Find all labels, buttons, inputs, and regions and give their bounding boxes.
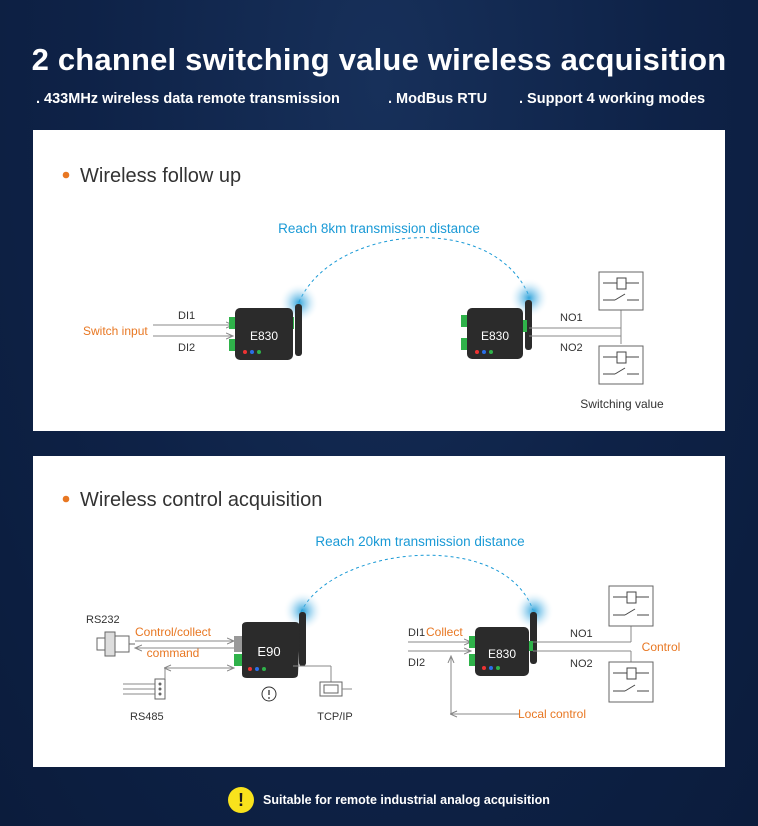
feature-bullet: . ModBus RTU: [388, 91, 488, 107]
panel-heading: Wireless follow up: [80, 165, 241, 187]
command-label-line2: command: [147, 646, 200, 660]
e830-device-left: E830: [229, 283, 319, 360]
tcpip-label: TCP/IP: [317, 711, 352, 723]
antenna-icon: [525, 300, 532, 350]
device-label: E830: [250, 329, 278, 343]
device-label: E90: [257, 644, 280, 659]
tcpip-connector-icon: [319, 681, 343, 697]
rs232-label: RS232: [86, 614, 120, 626]
collect-label: Collect: [426, 625, 463, 639]
e90-device: E90: [234, 591, 323, 678]
relay-icon: [598, 271, 644, 311]
switch-input-label: Switch input: [83, 324, 148, 338]
di1-label: DI1: [408, 627, 425, 639]
signal-glow-icon: [509, 278, 549, 318]
local-control-label: Local control: [518, 707, 586, 721]
di2-label: DI2: [178, 342, 195, 354]
heading-bullet-icon: [62, 171, 70, 179]
signal-glow-icon: [514, 591, 554, 631]
distance-label: Reach 20km transmission distance: [315, 534, 524, 549]
wireless-control-acquisition-panel: Wireless control acquisition Reach 20km …: [33, 456, 725, 767]
relay-icon: [608, 661, 654, 703]
relay-icon: [608, 585, 654, 627]
e830-device-right: E830: [461, 278, 549, 359]
antenna-icon: [295, 304, 302, 356]
wireless-link-arc: [298, 237, 530, 303]
feature-bullet: . 433MHz wireless data remote transmissi…: [36, 91, 340, 107]
info-icon: [261, 686, 277, 702]
switching-value-label: Switching value: [580, 397, 664, 411]
rs485-connector-icon: [123, 678, 166, 700]
e830-device: E830: [469, 591, 554, 676]
di2-label: DI2: [408, 657, 425, 669]
device-label: E830: [481, 329, 509, 343]
warning-icon: !: [228, 787, 254, 813]
wireless-follow-up-panel: Wireless follow up Reach 8km transmissio…: [33, 130, 725, 431]
signal-glow-icon: [283, 591, 323, 631]
heading-bullet-icon: [62, 495, 70, 503]
panel-heading: Wireless control acquisition: [80, 489, 322, 511]
antenna-icon: [530, 612, 537, 664]
no1-label: NO1: [560, 312, 583, 324]
distance-label: Reach 8km transmission distance: [278, 221, 480, 236]
feature-bullets: . 433MHz wireless data remote transmissi…: [0, 91, 758, 111]
relay-icon: [598, 345, 644, 385]
footer-text: Suitable for remote industrial analog ac…: [263, 793, 550, 807]
di1-label: DI1: [178, 310, 195, 322]
wireless-link-arc: [300, 554, 534, 613]
rs485-label: RS485: [130, 711, 164, 723]
device-label: E830: [488, 647, 516, 661]
command-label-line1: Control/collect: [135, 625, 212, 639]
no2-label: NO2: [570, 658, 593, 670]
rs232-connector-icon: [96, 631, 135, 657]
no1-label: NO1: [570, 628, 593, 640]
page-title: 2 channel switching value wireless acqui…: [31, 42, 727, 77]
antenna-icon: [299, 612, 306, 666]
feature-bullet: . Support 4 working modes: [519, 91, 706, 107]
control-label: Control: [642, 640, 681, 654]
no2-label: NO2: [560, 342, 583, 354]
